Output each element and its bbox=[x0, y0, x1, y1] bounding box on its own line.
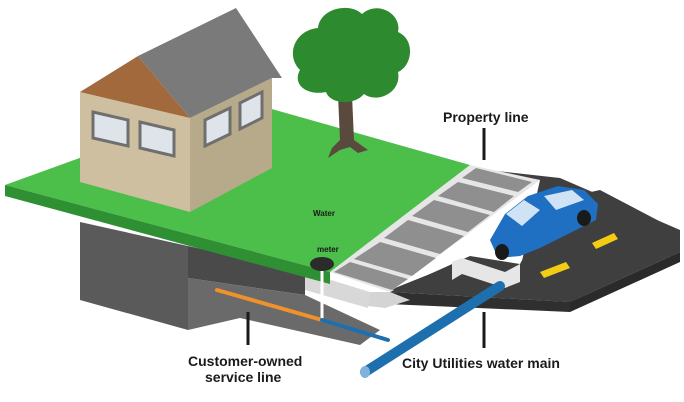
house-roof-gable bbox=[80, 56, 190, 118]
ground-trench-left bbox=[188, 246, 305, 295]
customer-owned-label: Customer-owned bbox=[188, 353, 302, 369]
meter-label: meter bbox=[317, 245, 339, 254]
house-icon bbox=[80, 8, 282, 212]
sidewalk-slab-6 bbox=[334, 262, 408, 290]
sidewalk-slab-3 bbox=[412, 200, 490, 232]
sidewalk-slab-1 bbox=[462, 168, 532, 192]
sidewalk-slab-4 bbox=[384, 220, 464, 254]
house-window-1 bbox=[91, 110, 130, 148]
curb-cutout bbox=[452, 258, 520, 288]
tree-icon bbox=[292, 7, 411, 158]
road-line-2 bbox=[592, 233, 618, 249]
road-edge bbox=[570, 252, 680, 312]
sidewalk-slab-5 bbox=[354, 242, 436, 276]
meter-lid bbox=[310, 257, 334, 271]
pipes bbox=[215, 281, 505, 378]
water-label: Water bbox=[313, 209, 335, 218]
property-line-label: Property line bbox=[443, 109, 529, 125]
house-window-3 bbox=[203, 105, 232, 149]
service-line-label: service line bbox=[205, 369, 281, 385]
ground-front-wall bbox=[80, 222, 188, 330]
house-window-2 bbox=[138, 120, 176, 158]
water-meter-icon bbox=[310, 257, 334, 320]
car-windshield bbox=[506, 200, 540, 226]
road-line-1 bbox=[540, 262, 570, 278]
car-side-window bbox=[544, 190, 584, 210]
curb-edge bbox=[368, 292, 410, 308]
sidewalk bbox=[330, 165, 540, 308]
tree-canopy bbox=[292, 7, 411, 103]
city-main-label: City Utilities water main bbox=[402, 355, 560, 371]
lawn-edge-front bbox=[5, 185, 330, 284]
service-line-pipe bbox=[215, 288, 324, 322]
house-roof bbox=[138, 8, 282, 118]
car-icon bbox=[490, 186, 598, 260]
car-wheel-front bbox=[495, 244, 509, 260]
house-window-4 bbox=[238, 89, 264, 132]
car-wheel-back bbox=[577, 210, 591, 226]
city-water-main-pipe bbox=[360, 281, 505, 377]
sidewalk-slab-2 bbox=[438, 182, 514, 212]
tree-trunk bbox=[328, 95, 368, 158]
service-line-connector bbox=[320, 318, 390, 342]
callouts bbox=[246, 128, 486, 348]
water-main-end bbox=[360, 366, 370, 378]
